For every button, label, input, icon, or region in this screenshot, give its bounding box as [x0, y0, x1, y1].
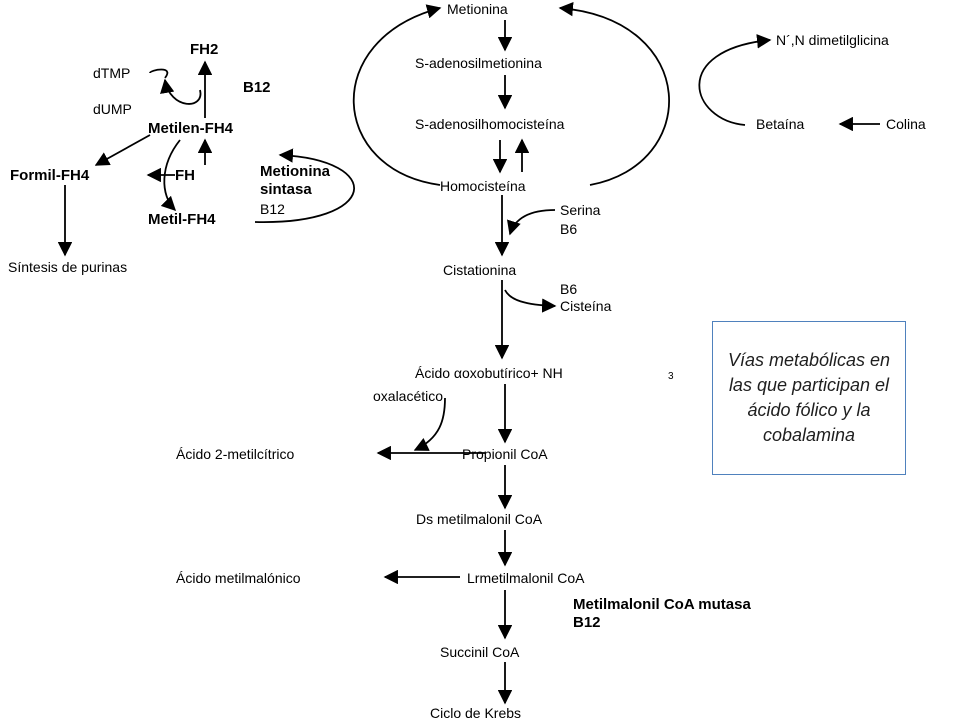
label-metionina-sintasa-2: sintasa: [260, 181, 312, 198]
node-serina: Serina: [560, 202, 601, 218]
node-homocisteina: Homocisteína: [440, 178, 526, 194]
node-fh: FH: [175, 167, 195, 184]
label-mutasa: Metilmalonil CoA mutasa: [573, 596, 751, 613]
node-dump: dUMP: [93, 101, 132, 117]
node-oxobutirico: Ácido αoxobutírico+ NH: [415, 365, 563, 381]
node-propionil-coa: Propionil CoA: [462, 446, 548, 462]
node-sintesis-purinas: Síntesis de purinas: [8, 259, 128, 275]
node-oxalacetico: oxalacético: [373, 388, 444, 404]
node-succinil-coa: Succinil CoA: [440, 644, 520, 660]
node-ciclo-krebs: Ciclo de Krebs: [430, 705, 522, 721]
label-serina-cofactor: B6: [560, 221, 578, 237]
node-l-metilmalonil-coa: Lrmetilmalonil CoA: [467, 570, 585, 586]
node-formil-fh4: Formil-FH4: [10, 167, 90, 184]
node-metilmalonico: Ácido metilmalónico: [176, 570, 301, 586]
node-betaina: Betaína: [756, 116, 805, 132]
node-fh2: FH2: [190, 41, 219, 58]
label-sintasa-cofactor: B12: [260, 201, 285, 217]
label-metionina-sintasa-1: Metionina: [260, 163, 330, 180]
label-nh3-subscript: 3: [668, 371, 674, 382]
caption-text: Vías metabólicas en las que participan e…: [727, 350, 891, 445]
node-s-adenosilhomocisteina: S-adenosilhomocisteína: [415, 116, 565, 132]
node-ds-metilmalonil-coa: Ds metilmalonil CoA: [416, 511, 543, 527]
node-cistationina: Cistationina: [443, 262, 517, 278]
label-cisteina-cofactor: B6: [560, 281, 578, 297]
node-cisteina: Cisteína: [560, 298, 612, 314]
node-dtmp: dTMP: [93, 65, 131, 81]
label-mutasa-cofactor: B12: [573, 614, 601, 631]
caption-box: Vías metabólicas en las que participan e…: [712, 321, 906, 475]
node-metilen-fh4: Metilen-FH4: [148, 120, 234, 137]
node-metil-fh4: Metil-FH4: [148, 211, 216, 228]
label-b12-top: B12: [243, 79, 271, 96]
node-metionina: Metionina: [447, 1, 508, 17]
node-dimetilglicina: N´,N dimetilglicina: [776, 32, 889, 48]
node-colina: Colina: [886, 116, 926, 132]
node-s-adenosilmetionina: S-adenosilmetionina: [415, 55, 542, 71]
node-metilcitrico: Ácido 2-metilcítrico: [176, 446, 295, 462]
